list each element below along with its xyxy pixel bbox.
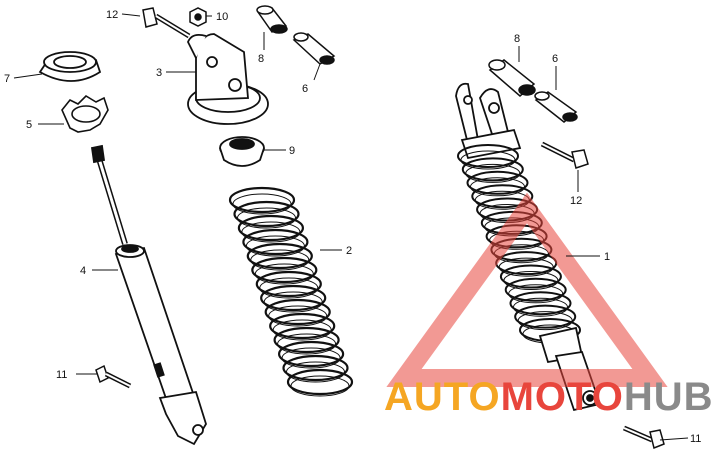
callout-11-left: 11: [56, 369, 67, 381]
spring-2-coil: [286, 368, 354, 396]
spring-2-coil-inner: [290, 375, 350, 397]
spring-1-coil: [461, 157, 524, 182]
spring-1-coil-inner: [513, 297, 568, 317]
spring-2-coil: [260, 284, 327, 312]
spring-2-coil: [282, 354, 349, 382]
part-12-bolt-right: [540, 141, 589, 169]
callout-8-right: 8: [514, 33, 520, 45]
spring-2-coil: [269, 312, 336, 340]
callout-7: 7: [4, 73, 10, 85]
callout-5: 5: [26, 119, 32, 131]
watermark: AUTOMOTOHUB: [384, 192, 711, 419]
spring-1-coil: [499, 264, 562, 289]
callout-12-right: 12: [570, 195, 582, 207]
part-3-upper-mount: [187, 33, 269, 125]
part-2-coil-spring: [228, 186, 354, 397]
spring-2-coil: [228, 186, 296, 214]
part-8-bushing-top: [256, 5, 288, 34]
spring-2-coil: [233, 200, 300, 228]
watermark-triangle-icon: [386, 192, 668, 387]
callout-6-right: 6: [552, 53, 558, 65]
watermark-text-hub: HUB: [624, 375, 711, 419]
leader-lines: [13, 13, 689, 441]
spring-1-coil-inner: [503, 271, 559, 290]
spring-2-coil: [246, 242, 313, 270]
part-12-bolt-left: [142, 7, 191, 39]
spring-2-coil-inner: [237, 207, 296, 229]
spring-2-coil-inner: [272, 319, 332, 341]
part-6-sleeve-top: [292, 32, 336, 65]
part-11-bolt-left: [95, 364, 132, 389]
spring-1-coil: [471, 184, 534, 209]
part-4-damper-body: [90, 144, 207, 446]
callout-9: 9: [289, 145, 295, 157]
spring-2-coil: [251, 256, 318, 284]
spring-2-coil: [255, 270, 322, 298]
spring-1-coil: [509, 291, 572, 316]
spring-1-coil-inner: [470, 177, 525, 197]
spring-2-coil-inner: [254, 263, 314, 285]
part-5-retainer: [61, 94, 109, 133]
callout-8-top: 8: [258, 53, 264, 65]
part-9-rubber-bump: [219, 136, 265, 167]
callout-labels: 12 10 8 6 3 9 7 5 4 2 11 8 6 12 1 11: [4, 9, 701, 445]
spring-2-coil-inner: [263, 291, 323, 313]
spring-1-coil: [514, 304, 577, 329]
spring-2-coil-inner: [250, 249, 310, 271]
callout-11-right: 11: [690, 433, 701, 445]
spring-2-coil-inner: [241, 221, 301, 243]
spring-1-coil-inner: [517, 311, 573, 331]
callout-12-left: 12: [106, 9, 118, 21]
part-7-spring-seat: [38, 51, 102, 82]
part-8-bushing-right: [488, 59, 536, 97]
callout-2: 2: [346, 245, 352, 257]
spring-1-coil-inner: [508, 284, 564, 304]
spring-2-coil-inner: [281, 347, 341, 369]
watermark-text-moto: MOTO: [501, 375, 624, 419]
spring-1-coil: [457, 144, 519, 168]
watermark-text: AUTOMOTOHUB: [384, 375, 711, 419]
spring-1-coil-inner: [460, 150, 516, 170]
spring-1-coil-inner: [498, 257, 554, 277]
callout-1: 1: [604, 251, 610, 263]
callout-4: 4: [80, 265, 86, 277]
spring-2-coil-inner: [232, 193, 292, 215]
part-6-sleeve-right: [534, 91, 578, 123]
spring-2-coil: [273, 326, 340, 354]
spring-2-coil: [278, 340, 345, 368]
callout-10: 10: [216, 11, 228, 23]
spring-2-coil-inner: [286, 361, 345, 383]
spring-1-coil: [504, 277, 567, 302]
callout-3: 3: [156, 67, 162, 79]
spring-2-coil-inner: [268, 305, 328, 327]
callout-6-top: 6: [302, 83, 308, 95]
spring-2-coil: [237, 214, 304, 242]
spring-2-coil-inner: [259, 277, 319, 299]
watermark-text-auto: AUTO: [384, 375, 501, 419]
part-1-shock-assembly: [455, 82, 522, 160]
spring-2-coil: [264, 298, 331, 326]
spring-1-coil: [466, 170, 529, 195]
spring-2-coil-inner: [245, 235, 305, 257]
spring-2-coil: [242, 228, 309, 256]
part-11-bolt-right: [623, 425, 665, 450]
part-10-nut: [189, 7, 207, 27]
spring-1-coil-inner: [465, 163, 521, 183]
spring-2-coil-inner: [277, 333, 337, 355]
